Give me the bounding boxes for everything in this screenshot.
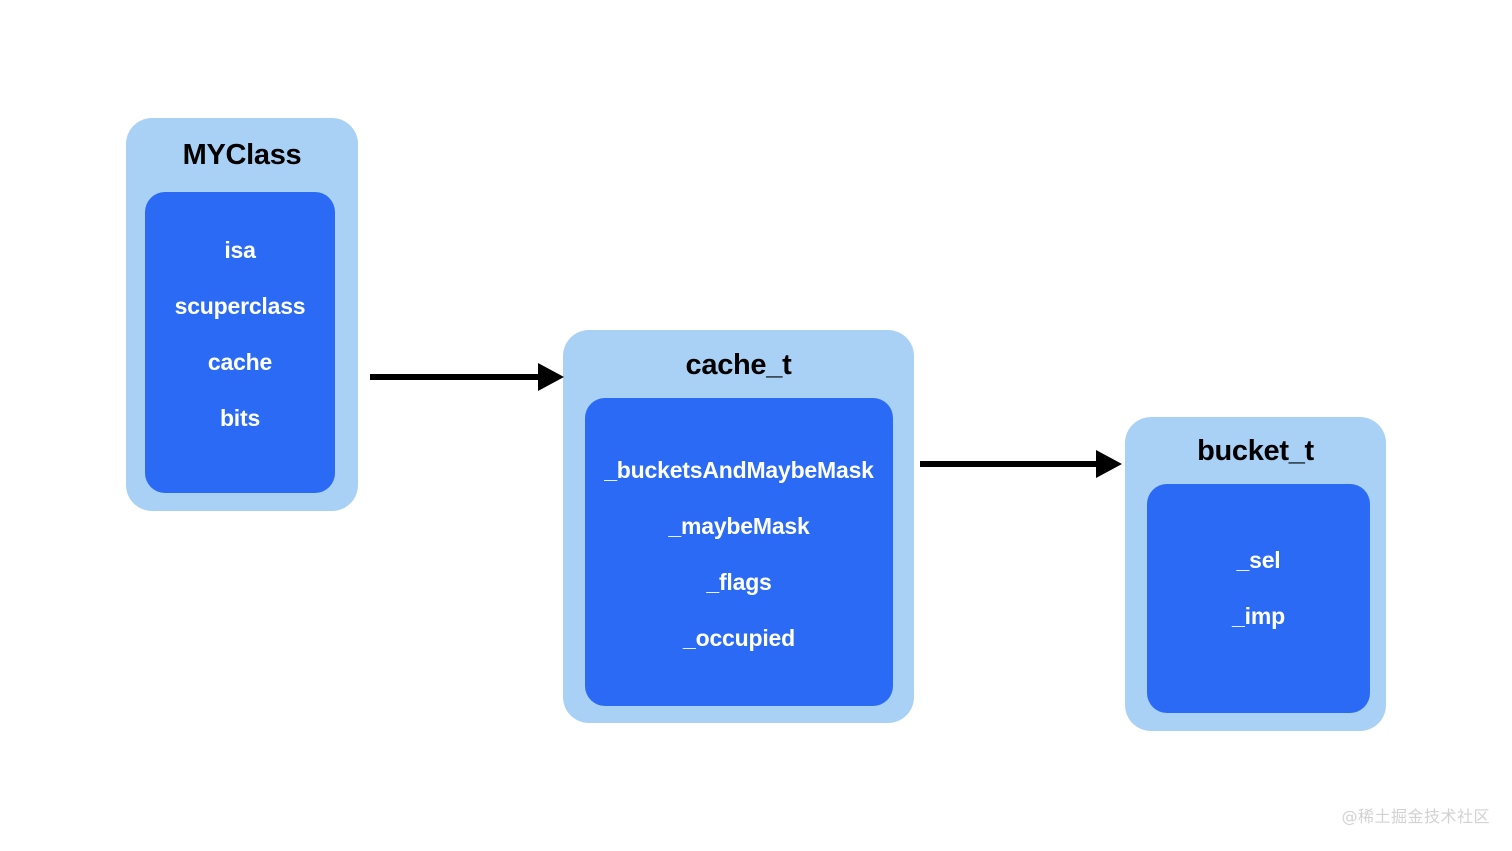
- struct-title-cache-t: cache_t: [685, 349, 792, 381]
- field-row: _imp: [1232, 603, 1285, 629]
- struct-box-bucket-t: bucket_t _sel _imp: [1125, 417, 1386, 731]
- field-row: cache: [207, 349, 273, 375]
- struct-title-myclass: MYClass: [182, 139, 302, 171]
- field-row: bits: [219, 405, 261, 431]
- field-row: _occupied: [683, 625, 795, 651]
- fields-container-myclass: isa scuperclass cache bits: [145, 192, 335, 493]
- field-row: _bucketsAndMaybeMask: [604, 457, 874, 483]
- watermark-text: @稀土掘金技术社区: [1341, 807, 1490, 826]
- field-row: _sel: [1236, 547, 1281, 573]
- field-row: scuperclass: [174, 293, 306, 319]
- field-row: _flags: [706, 569, 772, 595]
- struct-title-bucket-t: bucket_t: [1197, 435, 1314, 467]
- arrow-cache-t-to-bucket-t: [920, 450, 1122, 478]
- struct-box-cache-t: cache_t _bucketsAndMaybeMask _maybeMask …: [563, 330, 914, 723]
- struct-box-myclass: MYClass isa scuperclass cache bits: [126, 118, 358, 511]
- field-row: _maybeMask: [668, 513, 810, 539]
- fields-container-cache-t: _bucketsAndMaybeMask _maybeMask _flags _…: [585, 398, 893, 706]
- arrow-myclass-to-cache-t: [370, 363, 564, 391]
- fields-container-bucket-t: _sel _imp: [1147, 484, 1370, 713]
- field-row: isa: [224, 237, 256, 263]
